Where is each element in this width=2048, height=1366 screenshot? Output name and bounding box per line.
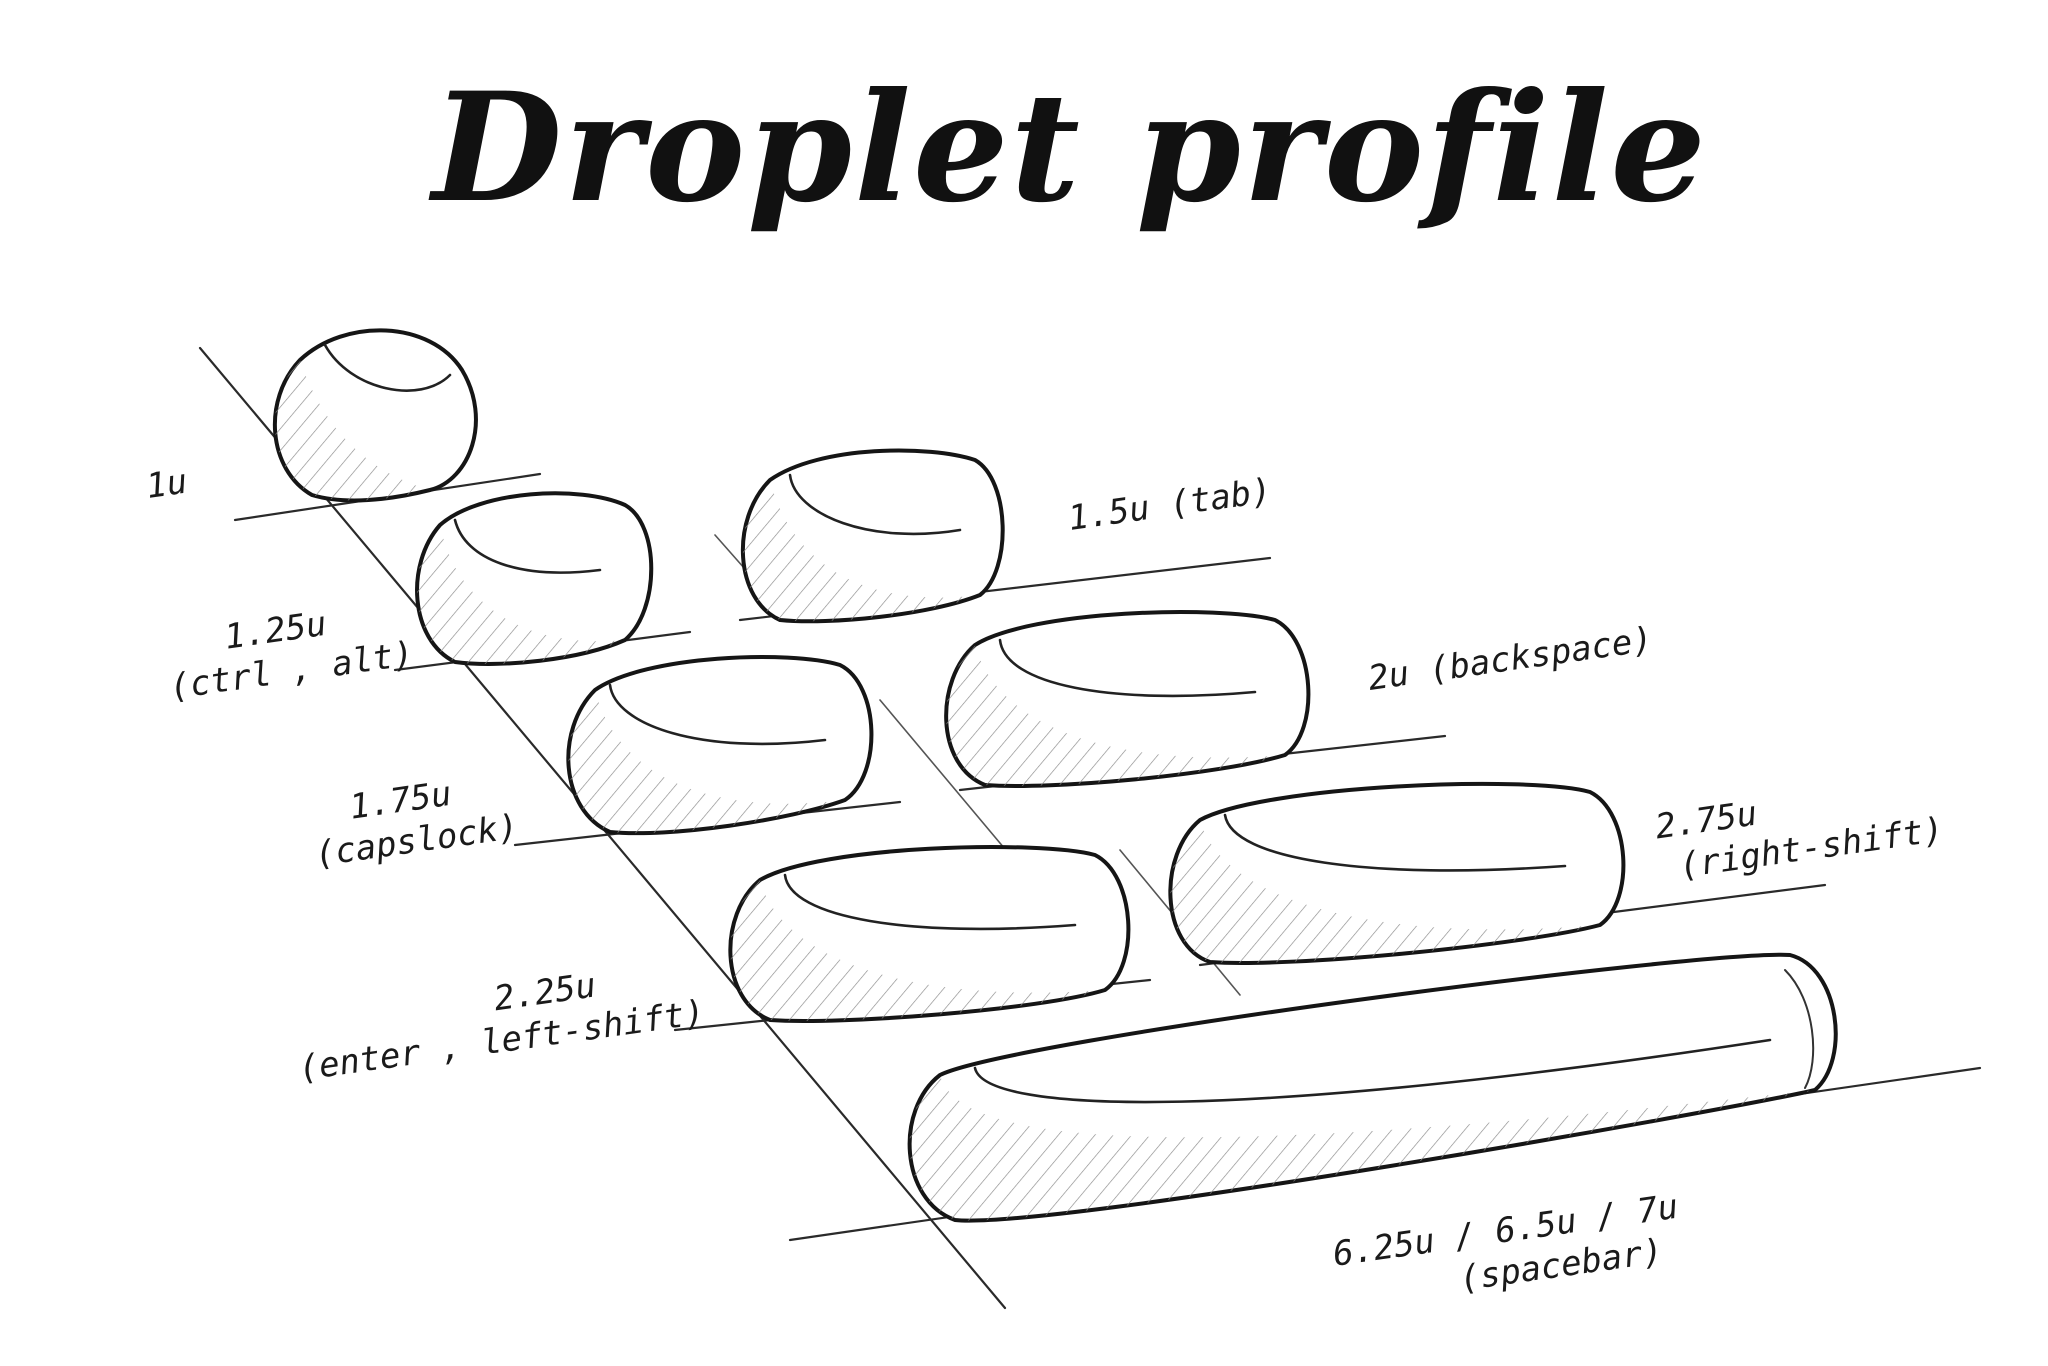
- keycap-1u: [272, 328, 478, 503]
- label-2-75u: 2.75u (right-shift): [1653, 768, 1946, 889]
- label-2-25u: 2.25u (enter , left-shift): [290, 951, 707, 1089]
- keycap-1-25u: [415, 491, 654, 666]
- label-1-75u: 1.75u (capslock): [307, 765, 521, 875]
- label-1-25u: 1.25u (ctrl , alt): [161, 592, 416, 707]
- keycap-2u: [944, 610, 1311, 788]
- label-6-25u: 6.25u / 6.5u / 7u (spacebar): [1330, 1184, 1706, 1316]
- label-2u: 2u (backspace): [1366, 619, 1655, 698]
- label-1-5u: 1.5u (tab): [1066, 471, 1274, 539]
- keycap-2-25u: [728, 845, 1131, 1023]
- keycap-2-75u: [1168, 781, 1626, 965]
- label-1u: 1u: [144, 462, 190, 507]
- keycap-1-5u: [740, 448, 1005, 624]
- page-title: Droplet profile: [428, 60, 1708, 236]
- keycap-6-25u: [907, 952, 1838, 1223]
- keycap-1-75u: [566, 655, 874, 836]
